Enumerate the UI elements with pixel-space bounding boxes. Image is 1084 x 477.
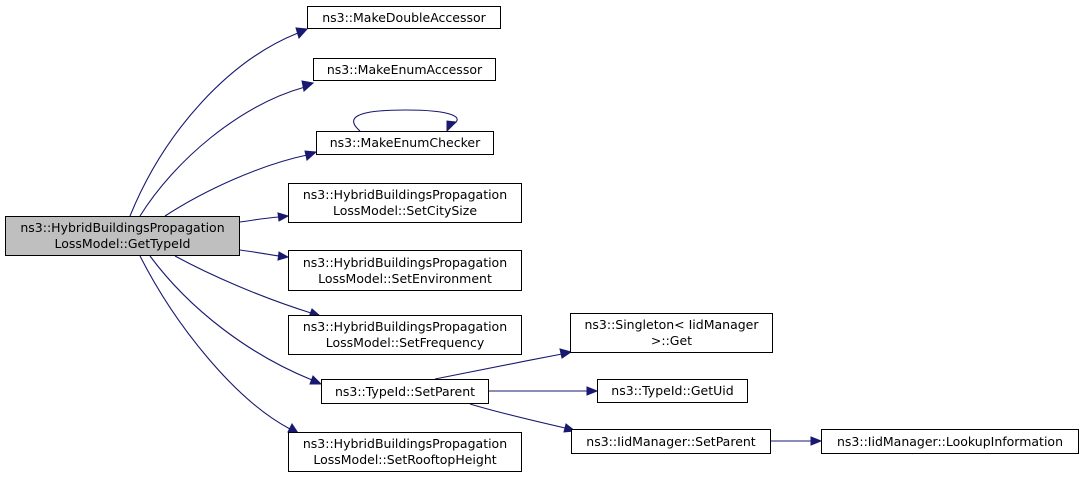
node-set-frequency-line-1: ns3::HybridBuildingsPropagation bbox=[302, 319, 508, 334]
edge-arrowhead-iidmanager-lookup-information bbox=[810, 436, 823, 446]
edge-root-to-set-frequency bbox=[174, 255, 312, 314]
node-iidmanager-set-parent[interactable]: ns3::IidManager::SetParent bbox=[571, 429, 771, 454]
edge-arrowhead-typeid-get-uid bbox=[586, 386, 599, 396]
edge-root-to-set-city-size bbox=[239, 216, 280, 223]
edge-arrowhead-set-environment bbox=[277, 251, 290, 261]
edge-make-enum-checker-to-make-enum-checker bbox=[353, 109, 458, 132]
node-set-environment[interactable]: ns3::HybridBuildingsPropagation LossMode… bbox=[288, 250, 522, 291]
edge-root-to-typeid-set-parent bbox=[149, 255, 313, 381]
node-make-enum-checker[interactable]: ns3::MakeEnumChecker bbox=[316, 131, 494, 155]
node-set-environment-line-2: LossModel::SetEnvironment bbox=[318, 270, 492, 286]
node-root-line-2: LossModel::GetTypeId bbox=[54, 236, 191, 251]
node-typeid-set-parent-label: ns3::TypeId::SetParent bbox=[334, 383, 476, 399]
node-set-rooftop-height-line-1: ns3::HybridBuildingsPropagation bbox=[302, 436, 508, 451]
node-iidmanager-set-parent-label: ns3::IidManager::SetParent bbox=[586, 433, 756, 449]
node-make-double-accessor-label: ns3::MakeDoubleAccessor bbox=[322, 9, 486, 25]
edge-arrowhead-make-double-accessor bbox=[295, 27, 309, 40]
node-set-frequency[interactable]: ns3::HybridBuildingsPropagation LossMode… bbox=[288, 315, 522, 355]
node-make-enum-accessor-label: ns3::MakeEnumAccessor bbox=[326, 61, 483, 77]
node-set-city-size-line-1: ns3::HybridBuildingsPropagation bbox=[302, 187, 508, 202]
node-root-line-1: ns3::HybridBuildingsPropagation bbox=[20, 220, 225, 235]
node-singleton-get[interactable]: ns3::Singleton< IidManager >::Get bbox=[570, 313, 773, 353]
node-set-frequency-line-2: LossModel::SetFrequency bbox=[325, 335, 485, 350]
edge-root-to-make-enum-checker bbox=[164, 154, 308, 217]
edge-root-to-set-environment bbox=[239, 249, 280, 257]
edge-typeid-set-parent-to-iidmanager-set-parent bbox=[469, 403, 566, 429]
node-singleton-get-line-1: ns3::Singleton< IidManager bbox=[584, 317, 759, 332]
node-typeid-get-uid[interactable]: ns3::TypeId::GetUid bbox=[597, 379, 748, 403]
node-make-double-accessor[interactable]: ns3::MakeDoubleAccessor bbox=[307, 6, 501, 29]
edge-arrowhead-make-enum-accessor bbox=[301, 80, 315, 92]
edge-root-to-make-enum-accessor bbox=[139, 86, 306, 217]
node-root[interactable]: ns3::HybridBuildingsPropagation LossMode… bbox=[5, 216, 240, 256]
node-set-rooftop-height[interactable]: ns3::HybridBuildingsPropagation LossMode… bbox=[288, 432, 522, 472]
edge-arrowhead-set-city-size bbox=[277, 212, 290, 222]
node-set-rooftop-height-line-2: LossModel::SetRooftopHeight bbox=[313, 452, 497, 467]
edge-root-to-set-rooftop-height bbox=[139, 255, 291, 430]
node-set-environment-line-1: ns3::HybridBuildingsPropagation bbox=[302, 254, 508, 270]
node-typeid-get-uid-label: ns3::TypeId::GetUid bbox=[611, 383, 734, 398]
node-make-enum-accessor[interactable]: ns3::MakeEnumAccessor bbox=[313, 58, 496, 81]
edge-arrowhead-make-enum-checker bbox=[304, 150, 318, 161]
edge-arrowhead-singleton-get bbox=[559, 348, 573, 359]
node-typeid-set-parent[interactable]: ns3::TypeId::SetParent bbox=[321, 379, 489, 404]
node-singleton-get-line-2: >::Get bbox=[650, 333, 693, 348]
edge-arrowhead-typeid-set-parent bbox=[309, 375, 323, 385]
edge-root-to-make-double-accessor bbox=[129, 32, 299, 217]
node-set-city-size-line-2: LossModel::SetCitySize bbox=[332, 203, 478, 218]
node-iidmanager-lookup-information-label: ns3::IidManager::LookupInformation bbox=[836, 433, 1063, 449]
edge-typeid-set-parent-to-singleton-get bbox=[434, 353, 563, 380]
node-make-enum-checker-label: ns3::MakeEnumChecker bbox=[329, 135, 481, 150]
node-set-city-size[interactable]: ns3::HybridBuildingsPropagation LossMode… bbox=[288, 183, 522, 223]
edge-arrowhead-make-enum-checker bbox=[446, 120, 458, 133]
node-iidmanager-lookup-information[interactable]: ns3::IidManager::LookupInformation bbox=[821, 429, 1079, 454]
